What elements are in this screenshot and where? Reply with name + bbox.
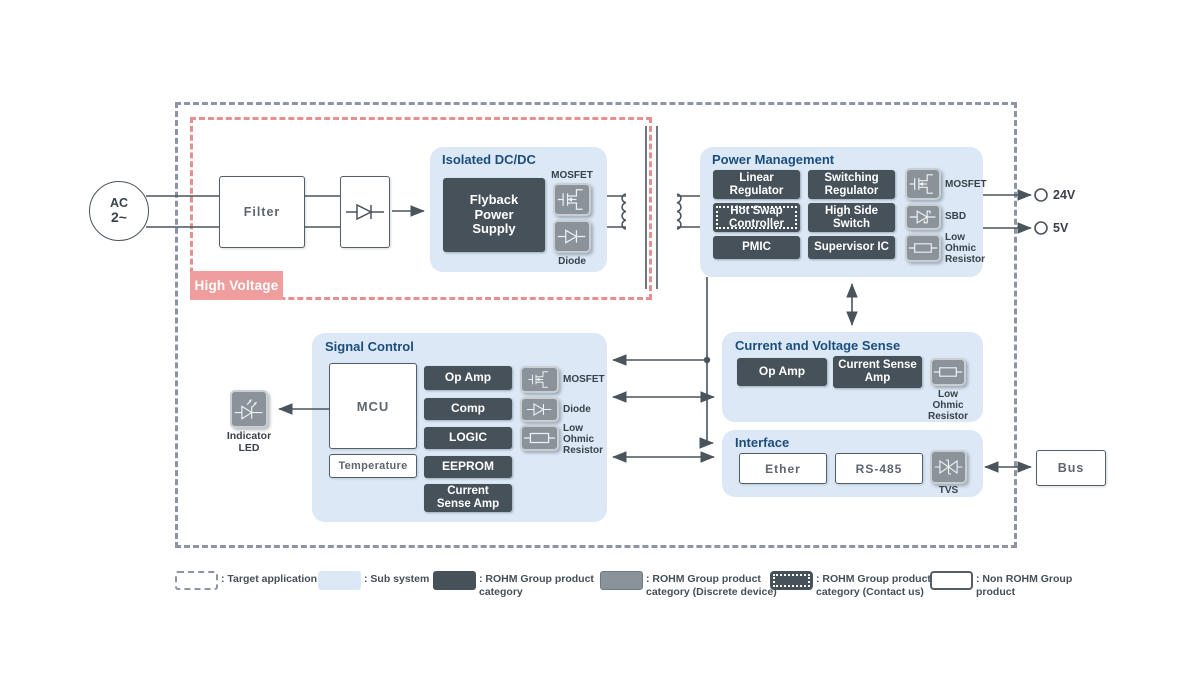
diode-icon-label: Diode [563,404,591,415]
sbd-icon-label: SBD [945,211,967,222]
filter-box: Filter [219,176,305,248]
mosfet-icon [520,366,559,393]
mosfet-icon-label: MOSFET [551,170,593,181]
low-ohmic-resistor-icon [930,358,966,386]
signal-control-title: Signal Control [325,339,414,354]
high-side-switch-box: High Side Switch [808,203,895,232]
subsystem-power-management: Power Management Linear Regulator Switch… [700,147,987,277]
tvs-icon-label: TVS [938,485,959,496]
diode-icon [553,220,591,253]
subsystem-current-voltage-sense: Current and Voltage Sense Op Amp Current… [722,332,983,422]
diode-icon [520,397,559,422]
tvs-icon [930,450,967,484]
comp-box: Comp [424,398,512,420]
legend-swatch-rohm-dotted [770,571,813,590]
ac-source-label: AC [109,196,129,211]
switching-regulator-box: Switching Regulator [808,170,895,199]
bus-box: Bus [1036,450,1106,486]
op-amp-box: Op Amp [424,366,512,390]
rectifier-diode-box [340,176,390,248]
mosfet-icon [553,183,591,216]
ether-box: Ether [739,453,827,484]
subsystem-signal-control: Signal Control MCU Temperature Op Amp Co… [312,333,607,522]
pmic-box: PMIC [713,236,800,259]
legend-swatch-rohm-gray [600,571,643,590]
interface-title: Interface [735,435,790,450]
mosfet-icon-label: MOSFET [563,374,605,385]
mcu-box: MCU [329,363,417,449]
legend-label: : Target application [221,573,318,585]
hot-swap-controller-box: Hot Swap Controller [713,203,800,232]
low-ohmic-resistor-icon-label: Low Ohmic Resistor [945,232,986,265]
subsystem-isolated-dcdc: Isolated DC/DC Flyback Power Supply MOSF… [430,147,607,272]
temperature-box: Temperature [329,454,417,478]
current-sense-amp-box: Current Sense Amp [424,484,512,512]
eeprom-box: EEPROM [424,456,512,478]
indicator-led-label: Indicator LED [226,430,272,454]
indicator-led-icon [230,390,268,428]
current-voltage-sense-title: Current and Voltage Sense [735,338,901,353]
output-24v-label: 24V [1053,188,1076,202]
mosfet-icon [905,168,941,200]
ac-source: AC 2~ [89,181,149,241]
ac-source-phase: 2~ [111,209,127,226]
isolated-dcdc-title: Isolated DC/DC [442,152,536,167]
diode-icon-label: Diode [558,256,586,267]
low-ohmic-resistor-icon [905,234,941,262]
subsystem-interface: Interface Ether RS-485 TVS [722,430,983,497]
rs485-box: RS-485 [835,453,923,484]
current-sense-amp-box: Current Sense Amp [833,356,922,388]
output-5v-label: 5V [1053,221,1069,235]
linear-regulator-box: Linear Regulator [713,170,800,199]
legend-label: : ROHM Group product category (Contact u… [816,573,931,599]
sbd-icon [905,204,941,230]
flyback-power-supply-box: Flyback Power Supply [443,178,545,252]
legend-swatch-sub-system [318,571,361,590]
legend-label: : ROHM Group product category [479,573,594,599]
mosfet-icon-label: MOSFET [945,179,987,190]
legend-label: : Non ROHM Group product [976,573,1073,599]
low-ohmic-resistor-icon [520,425,559,451]
op-amp-box: Op Amp [737,358,827,386]
legend-label: : Sub system [364,573,430,585]
legend-swatch-rohm-dark [433,571,476,590]
legend-label: : ROHM Group product category (Discrete … [646,573,777,599]
logic-box: LOGIC [424,427,512,449]
legend-swatch-non-rohm [930,571,973,590]
high-voltage-label: High Voltage [190,271,283,300]
legend-swatch-target-application [175,571,218,590]
target-application-frame [175,102,1017,548]
low-ohmic-resistor-icon-label: Low Ohmic Resistor [563,423,604,456]
low-ohmic-resistor-icon-label: Low Ohmic Resistor [927,389,968,422]
supervisor-ic-box: Supervisor IC [808,236,895,259]
power-management-title: Power Management [712,152,835,167]
